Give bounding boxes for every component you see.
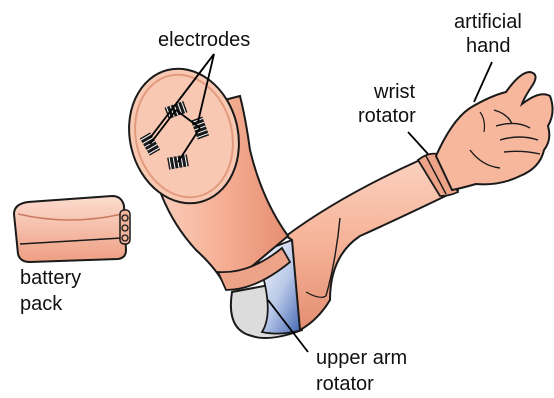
- label-artificial-hand-2: hand: [466, 35, 511, 57]
- arm-socket: [115, 57, 290, 290]
- artificial-hand-leader: [474, 62, 492, 102]
- battery-pack: [14, 196, 130, 262]
- label-battery-pack-1: battery: [20, 267, 81, 289]
- label-wrist-rotator-2: rotator: [358, 105, 416, 127]
- label-electrodes: electrodes: [158, 29, 250, 51]
- label-upper-arm-rotator-1: upper arm: [316, 347, 407, 369]
- label-upper-arm-rotator-2: rotator: [316, 373, 374, 395]
- label-artificial-hand-1: artificial: [454, 11, 522, 33]
- artificial-hand: [436, 72, 553, 190]
- wrist-rotator-leader: [408, 132, 428, 154]
- label-wrist-rotator-1: wrist: [373, 81, 416, 103]
- label-battery-pack-2: pack: [20, 293, 63, 315]
